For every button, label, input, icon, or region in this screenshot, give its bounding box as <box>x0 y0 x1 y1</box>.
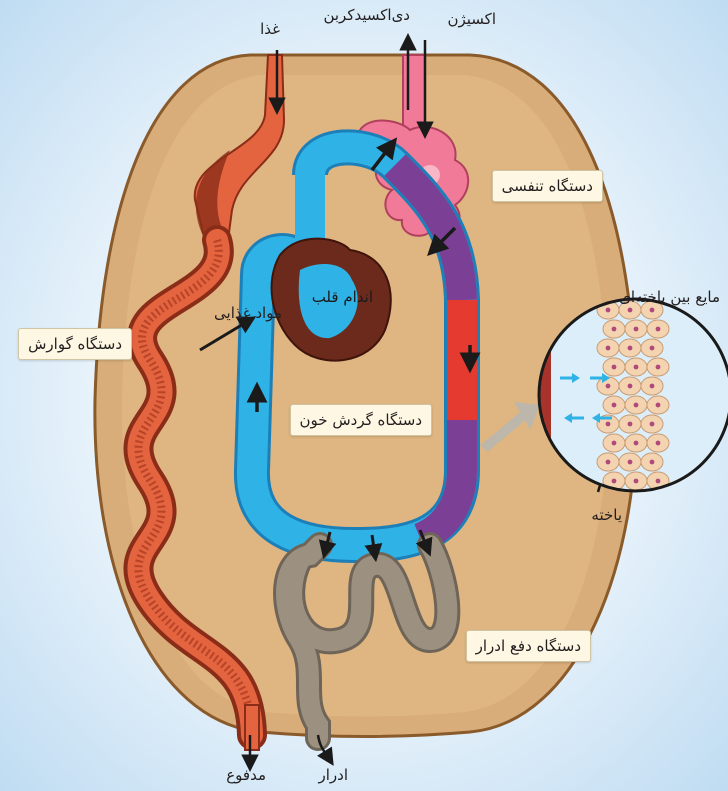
cell-nucleus <box>628 308 633 313</box>
cell-nucleus <box>628 346 633 351</box>
excretory-system-label: دستگاه دفع ادرار <box>466 630 591 662</box>
cell-nucleus <box>612 441 617 446</box>
cell-nucleus <box>606 308 611 313</box>
cell-nucleus <box>634 403 639 408</box>
cell-nucleus <box>656 441 661 446</box>
cell-nucleus <box>606 346 611 351</box>
cell-nucleus <box>650 460 655 465</box>
cell-nucleus <box>634 479 639 484</box>
cell-nucleus <box>656 327 661 332</box>
oxygen-label: اکسیژن <box>447 12 496 27</box>
nutrients-label: مواد غذایی <box>214 306 282 321</box>
cell-nucleus <box>606 384 611 389</box>
digestive-system-label: دستگاه گوارش <box>18 328 132 360</box>
urine-label: ادرار <box>318 768 348 783</box>
cell-nucleus <box>612 403 617 408</box>
cell-nucleus <box>634 441 639 446</box>
circulatory-system-label: دستگاه گردش خون <box>290 404 432 436</box>
interstitial-fluid-label: مایع بین یاخته‌ای <box>619 290 720 305</box>
cell-nucleus <box>612 365 617 370</box>
cell-nucleus <box>656 403 661 408</box>
cell-nucleus <box>612 327 617 332</box>
cell-nucleus <box>628 384 633 389</box>
cell-nucleus <box>606 422 611 427</box>
cell-nucleus <box>650 346 655 351</box>
cell-nucleus <box>650 384 655 389</box>
cell-nucleus <box>634 365 639 370</box>
heart-label: اندام قلب <box>312 290 373 305</box>
cell-nucleus <box>612 479 617 484</box>
cell-nucleus <box>650 308 655 313</box>
food-label: غذا <box>260 22 280 37</box>
respiratory-system-label: دستگاه تنفسی <box>492 170 603 202</box>
carbon-dioxide-label: دی‌اکسیدکربن <box>323 8 410 23</box>
cell-nucleus <box>606 460 611 465</box>
cell-nucleus <box>634 327 639 332</box>
cell-nucleus <box>650 422 655 427</box>
cell-nucleus <box>656 479 661 484</box>
cell-nucleus <box>628 460 633 465</box>
cell-nucleus <box>628 422 633 427</box>
feces-label: مدفوع <box>226 768 266 783</box>
cell-label: یاخته <box>591 508 622 523</box>
cell-nucleus <box>656 365 661 370</box>
